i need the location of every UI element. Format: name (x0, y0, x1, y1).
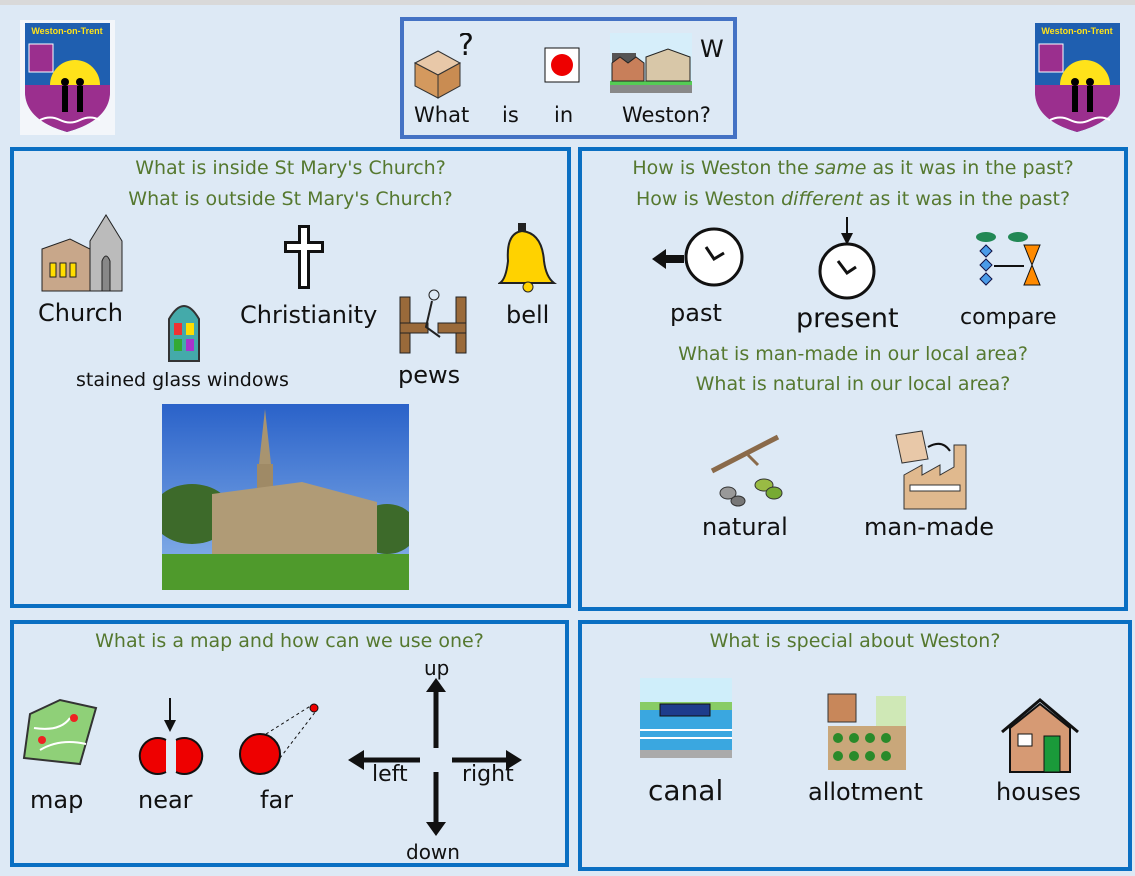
label-allotment: allotment (808, 778, 923, 806)
label-houses: houses (996, 778, 1081, 806)
far-icon (239, 703, 319, 775)
church-icon (41, 214, 123, 292)
label-canal: canal (648, 774, 724, 807)
label-left: left (372, 762, 408, 787)
special-panel: What is special about Weston? canal allo… (578, 620, 1132, 871)
label-natural: natural (702, 513, 788, 541)
title-word-what: What (414, 103, 470, 127)
label-near: near (138, 786, 193, 814)
bell-icon (498, 223, 557, 293)
church-panel: What is inside St Mary's Church? What is… (10, 147, 571, 608)
near-icon (138, 698, 204, 775)
svg-text:Weston-on-Trent: Weston-on-Trent (1041, 26, 1112, 36)
special-question: What is special about Weston? (709, 630, 1001, 652)
cross-icon (284, 225, 324, 289)
label-down: down (406, 840, 460, 864)
label-pews: pews (398, 361, 461, 389)
label-up: up (424, 656, 450, 680)
canal-icon (640, 678, 732, 758)
allotment-icon (827, 693, 906, 770)
compare-icon (976, 232, 1041, 286)
church-question-inside: What is inside St Mary's Church? (135, 157, 446, 179)
past-question-different: How is Weston different as it was in the… (635, 188, 1071, 210)
label-far: far (260, 786, 294, 814)
label-present: present (796, 303, 899, 334)
st-marys-church-photo (162, 404, 409, 590)
label-past: past (670, 299, 722, 327)
svg-text:?: ? (458, 33, 474, 63)
box-question-icon: ? (413, 33, 474, 99)
present-clock-icon (818, 217, 876, 300)
title-w-letter: W (700, 35, 724, 63)
school-logo-left: Weston-on-Trent (20, 20, 115, 135)
map-question: What is a map and how can we use one? (95, 630, 484, 652)
in-dot-icon (544, 47, 580, 83)
label-stained-glass: stained glass windows (76, 369, 289, 391)
past-clock-icon (652, 227, 744, 287)
question-man-made: What is man-made in our local area? (678, 343, 1028, 365)
map-icon (22, 698, 98, 766)
label-compare: compare (960, 305, 1057, 330)
label-bell: bell (506, 301, 550, 329)
church-question-outside: What is outside St Mary's Church? (128, 188, 453, 210)
house-icon (1001, 698, 1079, 773)
title-word-is: is (502, 103, 519, 127)
label-map: map (30, 786, 84, 814)
top-divider (0, 0, 1135, 5)
man-made-icon (895, 430, 967, 510)
directions-arrows-icon (348, 678, 522, 836)
stained-glass-icon (168, 305, 200, 362)
label-church: Church (38, 299, 123, 327)
school-logo-right: Weston-on-Trent (1035, 23, 1120, 132)
title-box: ? W What is in Weston? (400, 17, 737, 139)
title-word-weston: Weston? (622, 103, 711, 127)
past-panel: How is Weston the same as it was in the … (578, 147, 1128, 611)
past-question-same: How is Weston the same as it was in the … (632, 157, 1074, 179)
title-word-in: in (554, 103, 574, 127)
question-natural: What is natural in our local area? (695, 373, 1011, 395)
town-icon (610, 33, 692, 93)
label-right: right (462, 762, 514, 787)
label-man-made: man-made (864, 513, 995, 541)
label-christianity: Christianity (240, 301, 378, 329)
logo-text: Weston-on-Trent (31, 26, 102, 36)
natural-icon (710, 434, 783, 507)
pews-icon (399, 289, 467, 354)
map-panel: What is a map and how can we use one? ma… (10, 620, 569, 867)
